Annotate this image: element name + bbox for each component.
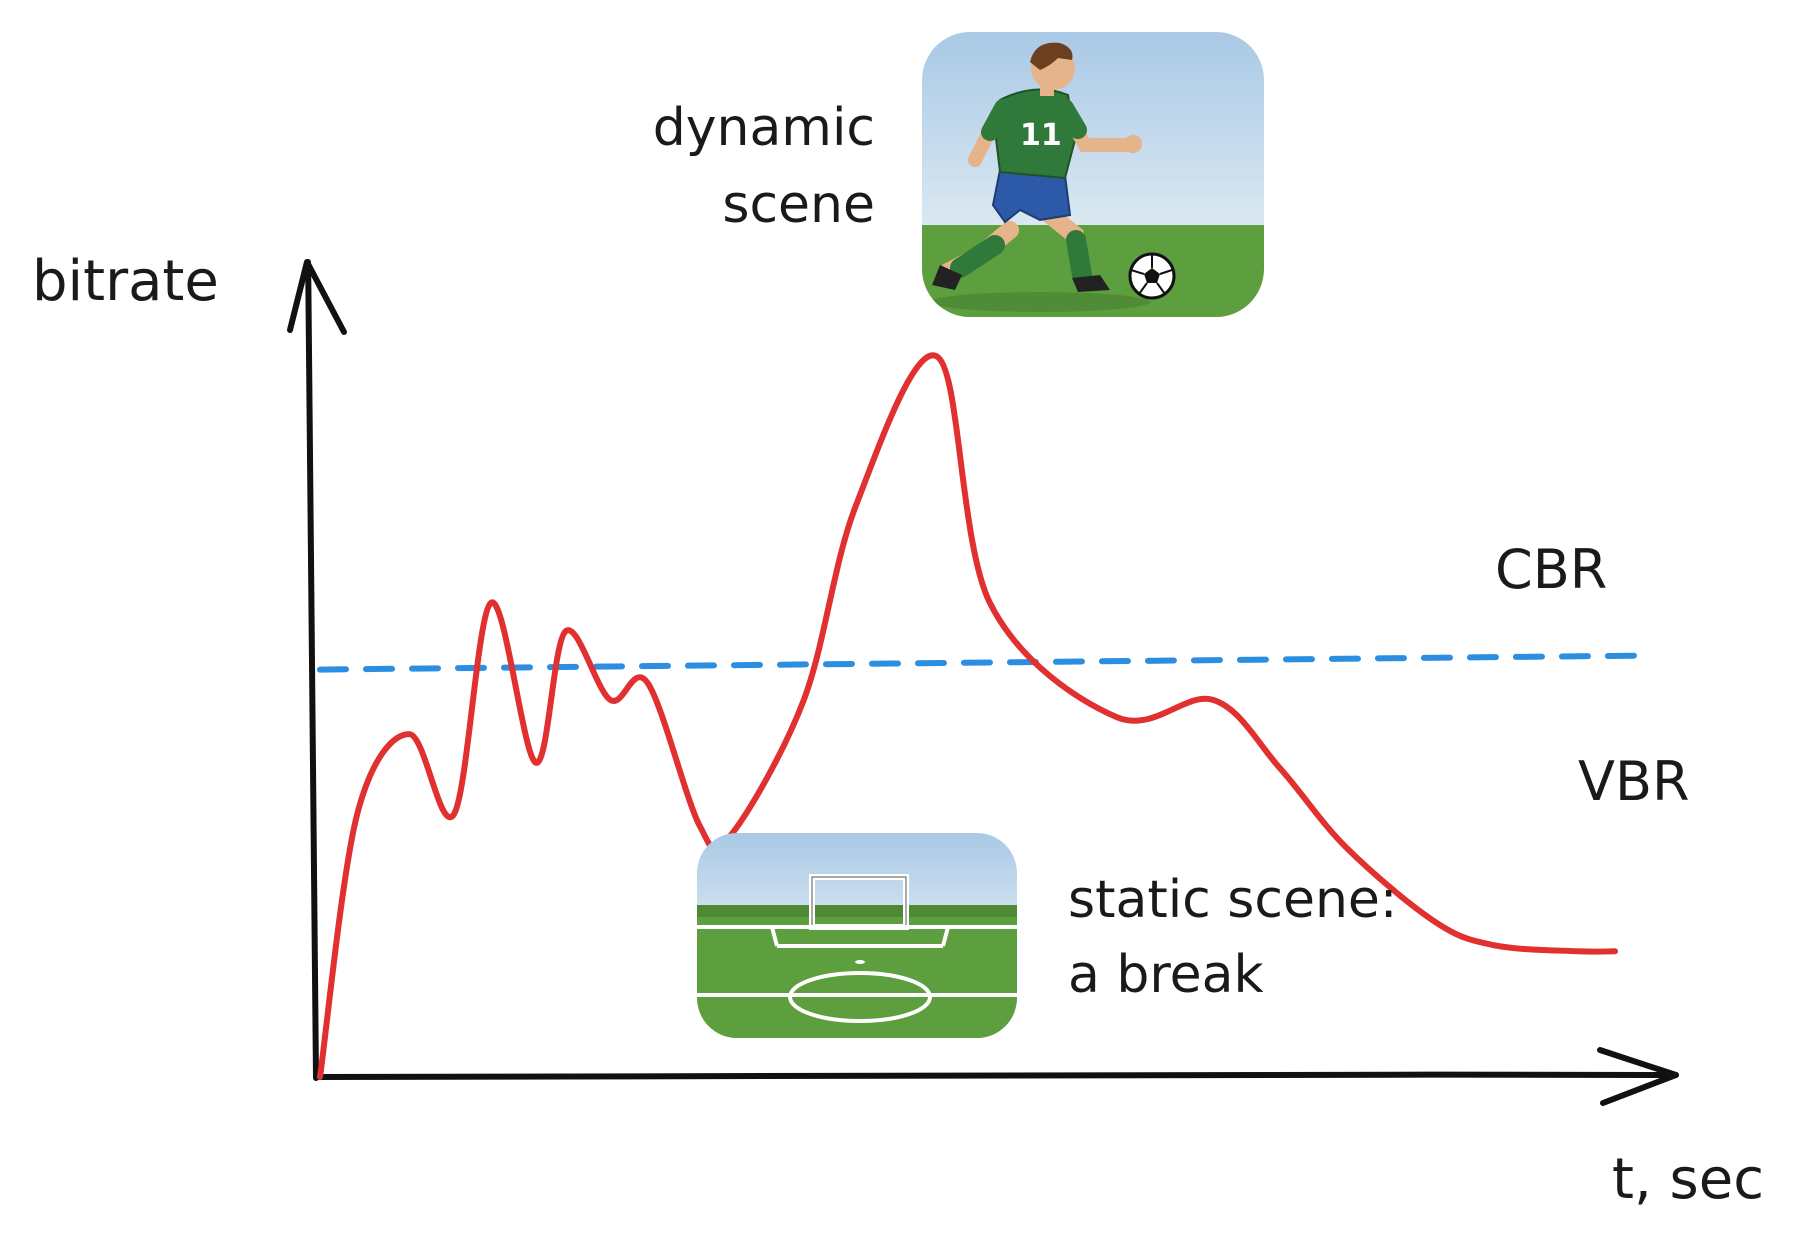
static-scene-line-2: a break xyxy=(1068,945,1264,1005)
x-axis-line xyxy=(313,1071,1679,1080)
jersey-number: 11 xyxy=(1020,118,1062,153)
cbr-series-line xyxy=(317,652,1648,673)
empty-pitch-illustration xyxy=(697,833,1017,1038)
x-axis-label: t, sec xyxy=(1612,1147,1764,1212)
dynamic-scene-caption: dynamic scene xyxy=(653,98,875,235)
dynamic-scene-line-1: dynamic xyxy=(653,98,875,158)
static-scene-caption: static scene: a break xyxy=(1068,870,1397,1005)
x-axis-arrowhead xyxy=(1597,1047,1679,1106)
vbr-series-line xyxy=(317,352,1618,1080)
cbr-label: CBR xyxy=(1495,538,1607,601)
dynamic-scene-line-2: scene xyxy=(722,175,875,235)
y-axis-arrowhead xyxy=(287,259,347,335)
axes xyxy=(287,259,1679,1106)
static-scene-line-1: static scene: xyxy=(1068,870,1397,930)
y-axis-line xyxy=(305,259,319,1081)
vbr-label: VBR xyxy=(1578,750,1690,813)
soccer-player-illustration: 11 xyxy=(922,32,1264,317)
y-axis-label: bitrate xyxy=(32,249,219,314)
